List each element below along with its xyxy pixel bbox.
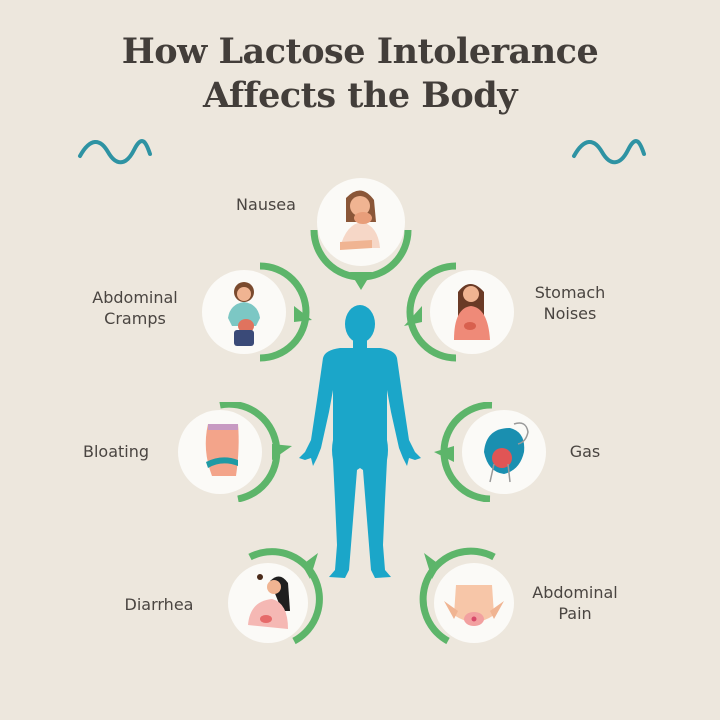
symptom-node-gas (430, 402, 550, 502)
symptom-label-abdominal-pain: Abdominal Pain (532, 583, 618, 623)
symptom-label-gas: Gas (569, 442, 601, 461)
symptom-node-abdominal-cramps (198, 262, 318, 362)
abdomen-pain-icon (444, 585, 504, 626)
symptom-label-nausea: Nausea (236, 195, 296, 214)
symptom-node-nausea (306, 172, 416, 294)
wave-decoration-left-icon (78, 139, 152, 165)
wave-decoration-right-icon (572, 139, 646, 165)
page-title: How Lactose Intolerance Affects the Body (0, 30, 720, 118)
bloated-belly-icon (205, 424, 239, 476)
symptom-node-stomach-noises (398, 262, 518, 362)
woman-diarrhea-icon (248, 574, 290, 629)
symptom-label-diarrhea: Diarrhea (124, 595, 194, 614)
symptom-label-bloating: Bloating (82, 442, 150, 461)
symptom-label-stomach-noises: Stomach Noises (534, 283, 606, 323)
human-body-silhouette-icon (299, 305, 421, 578)
woman-nausea-icon (340, 190, 380, 250)
symptom-node-bloating (174, 402, 294, 502)
title-line-2: Affects the Body (202, 75, 518, 116)
title-line-1: How Lactose Intolerance (121, 31, 599, 72)
woman-cramps-icon (228, 282, 260, 346)
woman-stomach-noises-icon (454, 284, 490, 340)
digestive-gas-icon (484, 422, 529, 483)
symptom-node-abdominal-pain (410, 545, 520, 645)
symptom-label-abdominal-cramps: Abdominal Cramps (92, 288, 178, 328)
symptom-node-diarrhea (222, 545, 332, 645)
